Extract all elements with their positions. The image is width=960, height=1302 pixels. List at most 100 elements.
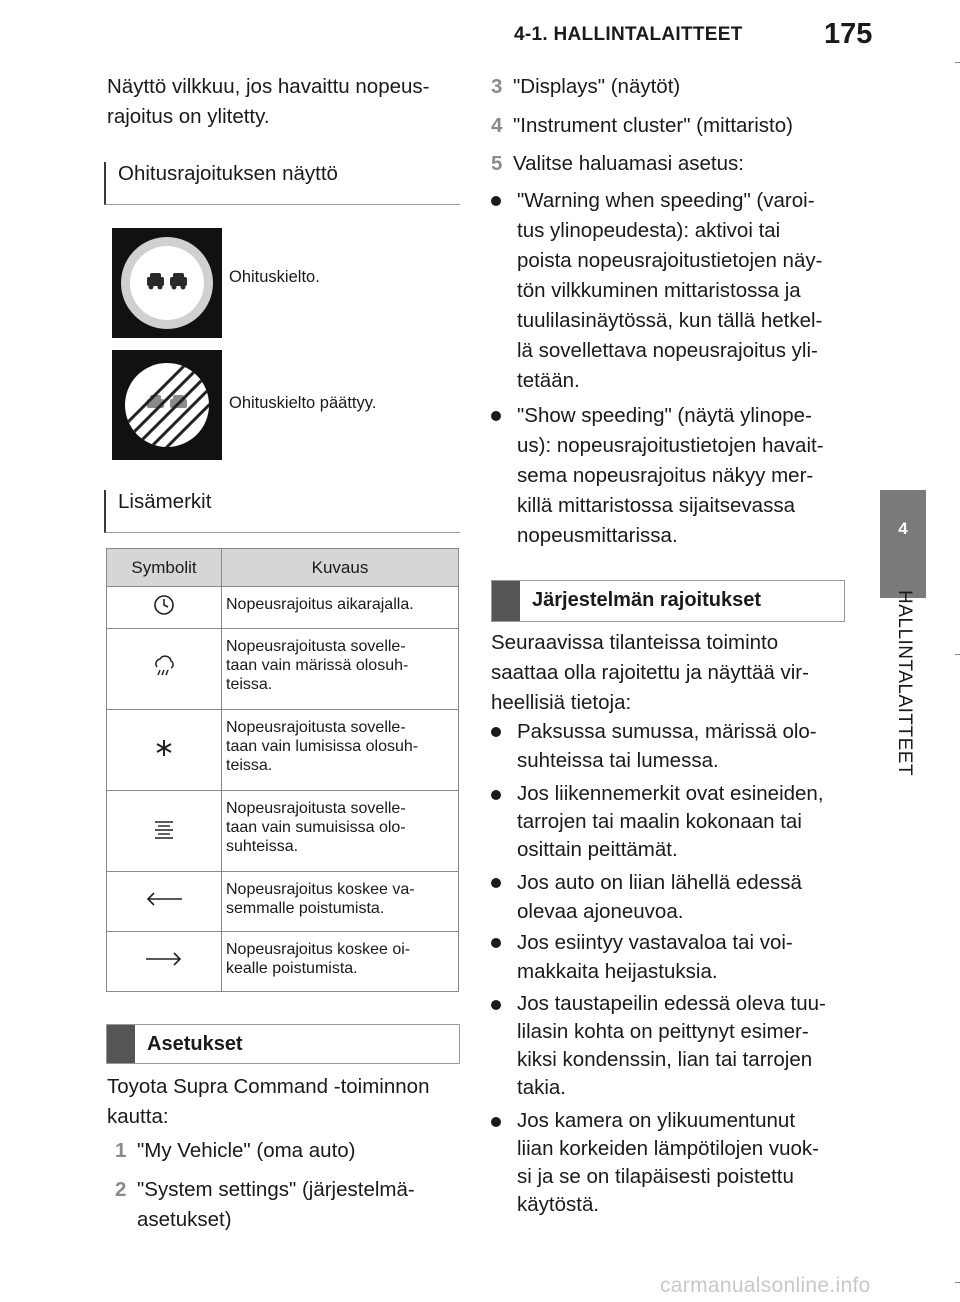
text-line: si ja se on tilapäisesti poistettu bbox=[517, 1165, 794, 1188]
step-text: "Displays" (näytöt) bbox=[513, 75, 681, 98]
limitation-bullet: Jos auto on liian lähellä edessä olevaa … bbox=[491, 868, 851, 926]
text-line: tetään. bbox=[517, 369, 580, 392]
limitation-bullet: Jos esiintyy vastavaloa tai voi- makkait… bbox=[491, 928, 851, 986]
text-line: kiksi kondenssin, lian tai tarrojen bbox=[517, 1048, 813, 1071]
chapter-label: HALLINTALAITTEET bbox=[894, 590, 915, 777]
section-heading-text: Ohitusrajoituksen näyttö bbox=[118, 162, 338, 185]
table-row: Nopeusrajoitusta sovelle- taan vain märi… bbox=[106, 628, 459, 710]
text-line: teissa. bbox=[226, 676, 273, 693]
text-line: kealle poistumista. bbox=[226, 960, 358, 977]
watermark: carmanualsonline.info bbox=[660, 1274, 871, 1297]
chapter-tab bbox=[880, 490, 926, 598]
section-heading-limitations: Järjestelmän rajoitukset bbox=[491, 580, 845, 622]
symbols-table: Symbolit Kuvaus Nopeusrajoitus aikarajal… bbox=[106, 548, 459, 992]
section-heading-text: Asetukset bbox=[147, 1033, 243, 1055]
section-heading-extra-signs: Lisämerkit bbox=[104, 490, 460, 533]
text-line: Seuraavissa tilanteissa toiminto bbox=[491, 631, 779, 654]
text-line: taan vain lumisissa olosuh- bbox=[226, 738, 419, 755]
bullet-icon bbox=[491, 878, 501, 888]
bullet-icon bbox=[491, 1117, 501, 1127]
snowflake-icon bbox=[106, 709, 222, 791]
text-line: Nopeusrajoitusta sovelle- bbox=[226, 800, 406, 817]
text-line: olevaa ajoneuvoa. bbox=[517, 900, 684, 923]
end-of-no-overtaking-sign-icon bbox=[112, 350, 222, 460]
bullet-icon bbox=[491, 727, 501, 737]
text-line: Jos kamera on ylikuumentunut bbox=[517, 1109, 796, 1132]
step-text: asetukset) bbox=[137, 1208, 232, 1231]
section-heading-text: Lisämerkit bbox=[118, 490, 212, 513]
text-line: osittain peittämät. bbox=[517, 838, 678, 861]
rain-icon bbox=[106, 628, 222, 710]
text-line: nopeusmittarissa. bbox=[517, 524, 678, 547]
step-text: "My Vehicle" (oma auto) bbox=[137, 1139, 356, 1162]
text-line: Jos auto on liian lähellä edessä bbox=[517, 871, 802, 894]
text-line: tarrojen tai maalin kokonaan tai bbox=[517, 810, 802, 833]
text-line: killä mittaristossa sijaitsevassa bbox=[517, 494, 795, 517]
text-line: saattaa olla rajoitettu ja näyttää vir- bbox=[491, 661, 809, 684]
sign-caption: Ohituskielto. bbox=[229, 268, 320, 286]
page-number: 175 bbox=[824, 18, 873, 50]
table-row: Nopeusrajoitusta sovelle- taan vain sumu… bbox=[106, 790, 459, 872]
fog-icon bbox=[106, 790, 222, 872]
text-line: teissa. bbox=[226, 757, 273, 774]
settings-intro: Toyota Supra Command -toiminnon kautta: bbox=[107, 1072, 467, 1132]
table-cell: Nopeusrajoitus koskee oi- kealle poistum… bbox=[221, 931, 459, 992]
chapter-number: 4 bbox=[898, 519, 908, 538]
bullet-icon bbox=[491, 196, 501, 206]
text-line: Paksussa sumussa, märissä olo- bbox=[517, 720, 817, 743]
text-line: sema nopeusrajoitus näkyy mer- bbox=[517, 464, 814, 487]
table-row: Nopeusrajoitus koskee va- semmalle poist… bbox=[106, 871, 459, 932]
step-number: 5 bbox=[491, 152, 503, 175]
arrow-right-icon bbox=[106, 931, 222, 992]
arrow-left-icon bbox=[106, 871, 222, 932]
step-1: 1"My Vehicle" (oma auto) bbox=[115, 1136, 465, 1166]
step-text: "System settings" (järjestelmä- bbox=[137, 1178, 415, 1201]
text-line: Jos esiintyy vastavaloa tai voi- bbox=[517, 931, 793, 954]
option-bullet: "Warning when speeding" (varoi- tus ylin… bbox=[491, 186, 851, 396]
text-line: "Warning when speeding" (varoi- bbox=[517, 189, 815, 212]
step-number: 4 bbox=[491, 114, 503, 137]
limitation-bullet: Jos liikennemerkit ovat esineiden, tarro… bbox=[491, 780, 851, 864]
column-header: Symbolit bbox=[106, 548, 222, 587]
text-line: Jos taustapeilin edessä oleva tuu- bbox=[517, 992, 826, 1015]
heading-bar bbox=[492, 581, 520, 621]
section-heading-text: Järjestelmän rajoitukset bbox=[532, 589, 761, 611]
step-text: "Instrument cluster" (mittaristo) bbox=[513, 114, 793, 137]
text-line: Näyttö vilkkuu, jos havaittu nopeus- bbox=[107, 75, 430, 98]
bullet-icon bbox=[491, 938, 501, 948]
step-number: 3 bbox=[491, 75, 503, 98]
text-line: kautta: bbox=[107, 1105, 169, 1128]
table-cell: Nopeusrajoitus aikarajalla. bbox=[221, 586, 459, 629]
table-cell: Nopeusrajoitusta sovelle- taan vain märi… bbox=[221, 628, 459, 710]
text-line: "Show speeding" (näytä ylinope- bbox=[517, 404, 812, 427]
text-line: semmalle poistumista. bbox=[226, 900, 385, 917]
limitations-intro: Seuraavissa tilanteissa toiminto saattaa… bbox=[491, 628, 861, 718]
text-line: Nopeusrajoitus aikarajalla. bbox=[226, 596, 414, 613]
step-5: 5 Valitse haluamasi asetus: bbox=[491, 149, 851, 179]
step-4: 4 "Instrument cluster" (mittaristo) bbox=[491, 111, 851, 141]
limitation-bullet: Jos taustapeilin edessä oleva tuu- lilas… bbox=[491, 990, 851, 1102]
step-text: Valitse haluamasi asetus: bbox=[513, 152, 744, 175]
text-line: tuulilasinäytössä, kun tällä hetkel- bbox=[517, 309, 823, 332]
bullet-icon bbox=[491, 1000, 501, 1010]
text-line: Nopeusrajoitus koskee oi- bbox=[226, 941, 411, 958]
table-cell: Nopeusrajoitusta sovelle- taan vain sumu… bbox=[221, 790, 459, 872]
column-header: Kuvaus bbox=[221, 548, 459, 587]
text-line: taan vain märissä olosuh- bbox=[226, 657, 409, 674]
intro-paragraph: Näyttö vilkkuu, jos havaittu nopeus- raj… bbox=[107, 72, 467, 132]
text-line: lilasin kohta on peittynyt esimer- bbox=[517, 1020, 809, 1043]
limitation-bullet: Paksussa sumussa, märissä olo- suhteissa… bbox=[491, 717, 851, 775]
edge-tick bbox=[955, 62, 960, 63]
bullet-icon bbox=[491, 790, 501, 800]
text-line: rajoitus on ylitetty. bbox=[107, 105, 270, 128]
heading-bar bbox=[107, 1025, 135, 1063]
text-line: lä sovellettava nopeusrajoitus yli- bbox=[517, 339, 818, 362]
text-line: suhteissa tai lumessa. bbox=[517, 749, 719, 772]
text-line: heellisiä tietoja: bbox=[491, 691, 632, 714]
option-bullet: "Show speeding" (näytä ylinope- us): nop… bbox=[491, 401, 851, 551]
running-head: 4-1. HALLINTALAITTEET bbox=[514, 24, 743, 45]
sign-caption: Ohituskielto päättyy. bbox=[229, 394, 377, 412]
text-line: Nopeusrajoitusta sovelle- bbox=[226, 719, 406, 736]
bullet-icon bbox=[491, 411, 501, 421]
text-line: poista nopeusrajoitustietojen näy- bbox=[517, 249, 823, 272]
